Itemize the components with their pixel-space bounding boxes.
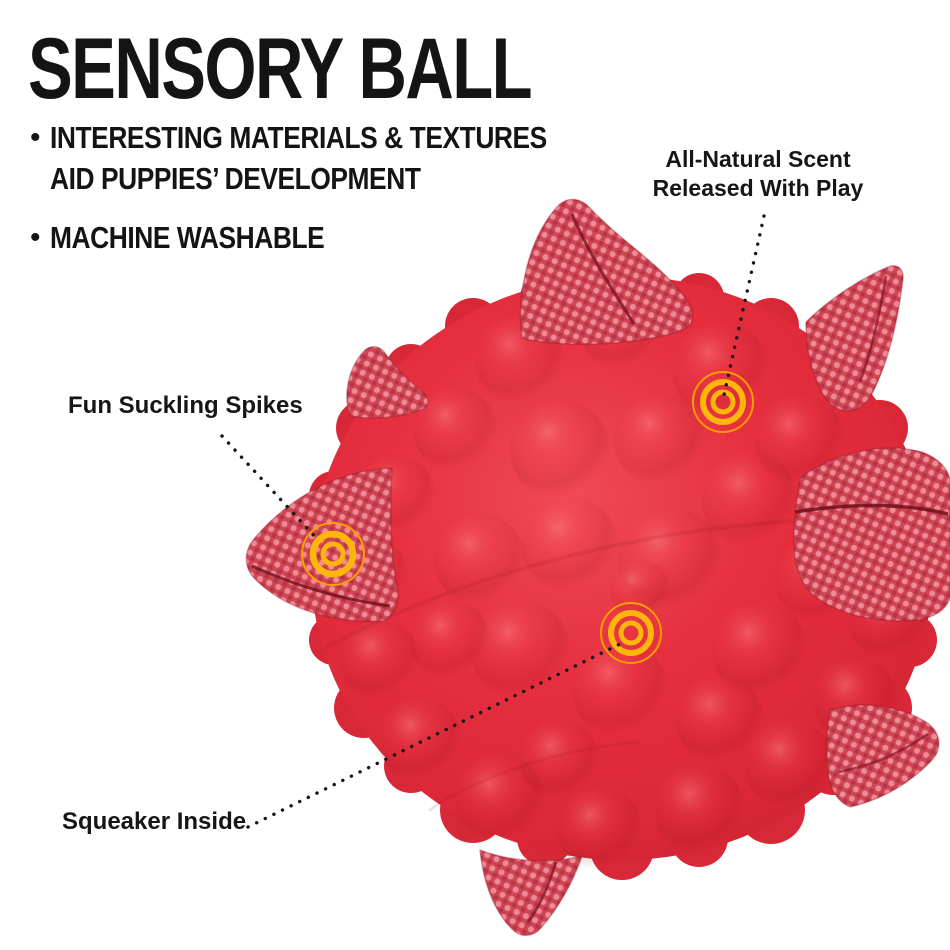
callout-scent-line2: Released With Play xyxy=(652,175,864,201)
knit-spike-top xyxy=(519,198,694,345)
knit-spike-bottom xyxy=(479,848,584,937)
callout-line-squeaker xyxy=(246,642,622,829)
callout-squeaker-label: Squeaker Inside xyxy=(62,808,247,835)
knit-spike-top-left xyxy=(346,345,429,419)
feature-line: INTERESTING MATERIALS & TEXTURES xyxy=(49,120,547,155)
target-marker-scent xyxy=(692,371,754,433)
callout-line-scent xyxy=(722,214,766,397)
feature-item-washable: • MACHINE WASHABLE xyxy=(30,217,634,258)
knit-spike-right xyxy=(793,447,950,622)
feature-list: • INTERESTING MATERIALS & TEXTURES AID P… xyxy=(30,117,634,258)
feature-line: MACHINE WASHABLE xyxy=(49,220,325,255)
bullet-icon: • xyxy=(30,221,41,254)
callout-spikes-label: Fun Suckling Spikes xyxy=(68,392,303,419)
feature-item-materials: • INTERESTING MATERIALS & TEXTURES AID P… xyxy=(30,117,634,199)
bullet-icon: • xyxy=(30,121,41,154)
knit-spike-top-right xyxy=(805,265,904,412)
page-title: SENSORY BALL xyxy=(28,21,533,117)
callout-scent-line1: All-Natural Scent xyxy=(665,146,851,172)
callout-scent-label: All-Natural Scent Released With Play xyxy=(628,145,888,203)
feature-line: AID PUPPIES’ DEVELOPMENT xyxy=(49,161,421,196)
target-marker-spikes xyxy=(301,522,365,586)
target-marker-squeaker xyxy=(600,602,662,664)
knit-spike-left xyxy=(245,467,399,623)
ball-body xyxy=(311,276,933,872)
knit-spike-bottom-right xyxy=(826,704,940,808)
